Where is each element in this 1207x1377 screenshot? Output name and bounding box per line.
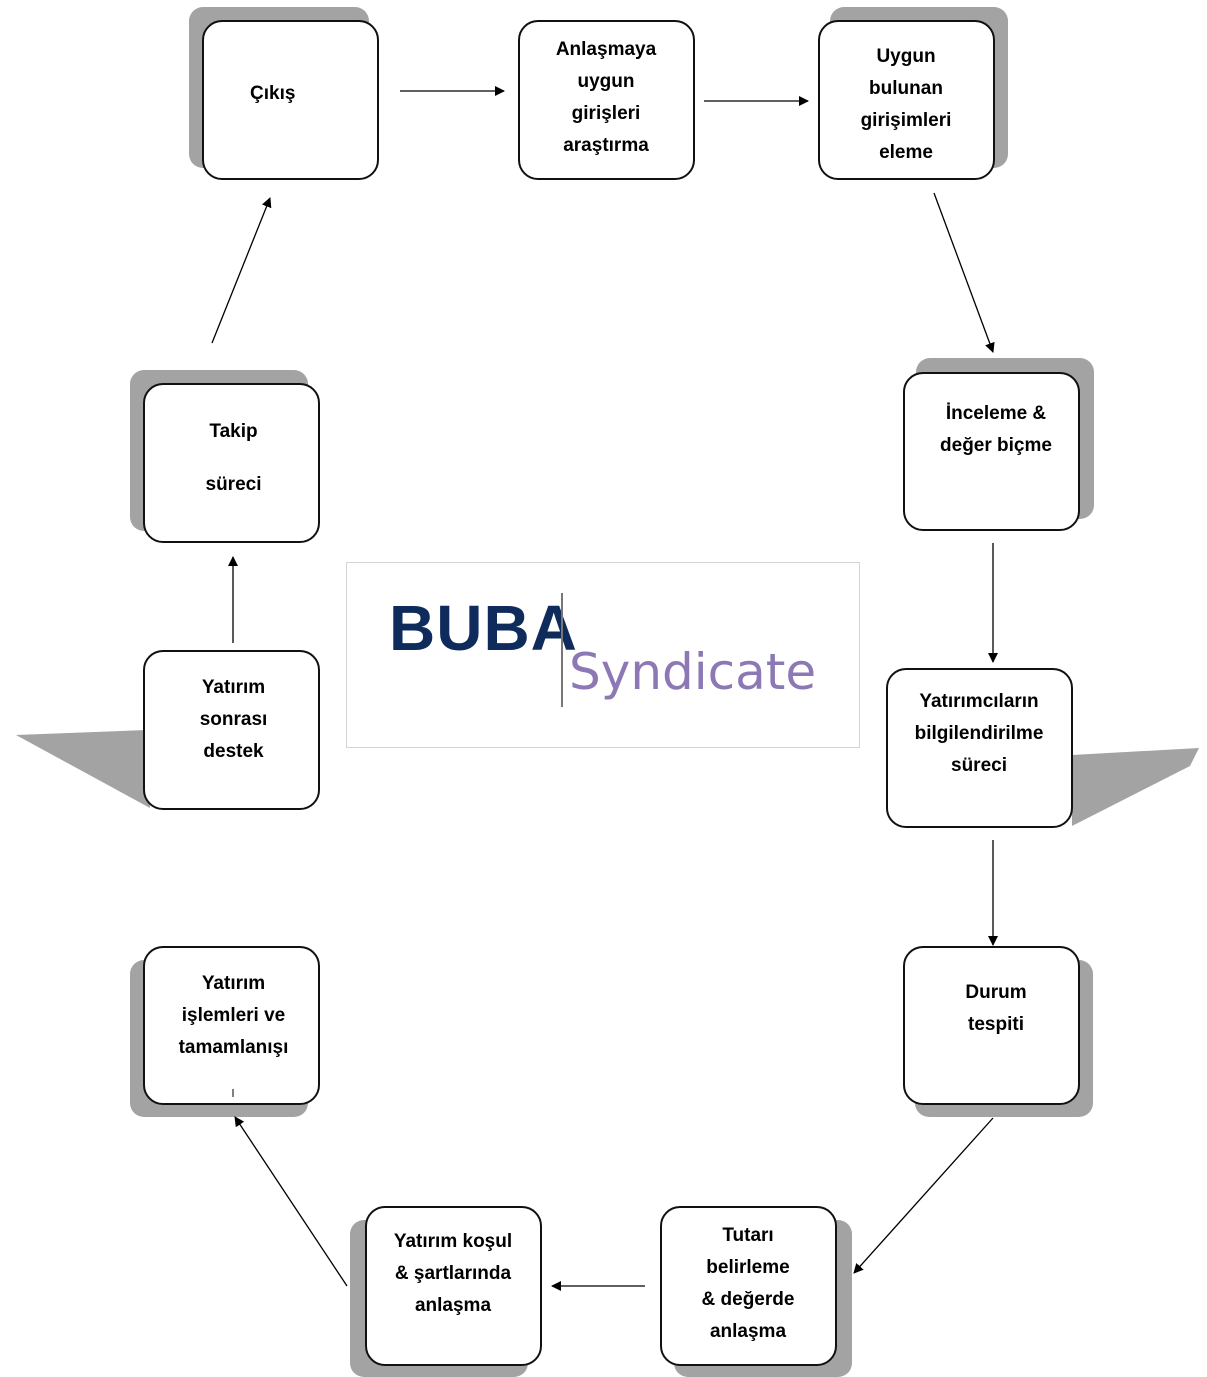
label-line: bilgilendirilme	[914, 723, 1044, 744]
label-line: Anlaşmaya	[555, 39, 657, 60]
label-line: girişleri	[571, 103, 641, 124]
label-line: Yatırımcıların	[919, 691, 1039, 712]
node-label: Yatırım sonrası destek	[145, 672, 322, 768]
label-line: araştırma	[563, 135, 649, 156]
label-line: & şartlarında	[394, 1263, 512, 1284]
node-durum: Durum tespiti	[903, 946, 1080, 1105]
arrow-kosul-to-islemler	[234, 1116, 348, 1287]
arrow-eleme-to-inceleme	[933, 192, 995, 353]
node-label: Takip süreci	[145, 405, 322, 511]
label-line: & değerde	[701, 1289, 795, 1310]
node-islemler: Yatırım işlemleri ve tamamlanışı	[143, 946, 320, 1105]
arrow-durum-to-tutar	[853, 1117, 994, 1274]
node-label: Yatırım koşul & şartlarında anlaşma	[367, 1226, 539, 1322]
label-line: Yatırım	[201, 677, 266, 698]
node-eleme: Uygun bulunan girişimleri eleme	[818, 20, 995, 180]
right-wing-shape	[1072, 748, 1199, 826]
node-inceleme: İnceleme & değer biçme	[903, 372, 1080, 531]
node-cikis: Çıkış	[202, 20, 379, 180]
label-line: Takip	[209, 421, 258, 442]
node-label: Yatırımcıların bilgilendirilme süreci	[888, 686, 1070, 782]
label-line: Tutarı	[722, 1225, 774, 1246]
label-line: tamamlanışı	[178, 1037, 289, 1058]
node-label: Durum tespiti	[905, 977, 1087, 1041]
label-line: süreci	[951, 755, 1007, 776]
node-label: Yatırım işlemleri ve tamamlanışı	[145, 968, 322, 1064]
label-line: tespiti	[968, 1014, 1024, 1035]
left-wing-shape	[16, 730, 150, 808]
label-line: Durum	[965, 982, 1027, 1003]
label-line: sonrası	[199, 709, 268, 730]
label-line: süreci	[205, 474, 262, 495]
node-takip: Takip süreci	[143, 383, 320, 543]
node-label: İnceleme & değer biçme	[905, 398, 1087, 462]
label-line: eleme	[879, 142, 933, 163]
label-line: belirleme	[706, 1257, 790, 1278]
node-bilgilendirme: Yatırımcıların bilgilendirilme süreci	[886, 668, 1073, 828]
label-line: işlemleri ve	[181, 1005, 286, 1026]
label-line: Çıkış	[250, 83, 296, 104]
node-label: Anlaşmaya uygun girişleri araştırma	[520, 34, 692, 162]
node-destek: Yatırım sonrası destek	[143, 650, 320, 810]
node-tutar: Tutarı belirleme & değerde anlaşma	[660, 1206, 837, 1366]
label-line: uygun	[577, 71, 635, 92]
label-line: değer biçme	[940, 435, 1052, 456]
node-label: Uygun bulunan girişimleri eleme	[820, 41, 992, 169]
node-label: Tutarı belirleme & değerde anlaşma	[662, 1220, 834, 1348]
arrow-takip-to-cikis	[211, 197, 272, 344]
logo-secondary-text: Syndicate	[569, 643, 817, 701]
label-line: İnceleme &	[945, 403, 1047, 424]
label-line: bulunan	[869, 78, 943, 99]
label-line: girişimleri	[860, 110, 952, 131]
label-line: Uygun	[876, 46, 936, 67]
buba-syndicate-logo: BUBA Syndicate	[346, 562, 860, 748]
label-line: anlaşma	[414, 1295, 492, 1316]
label-line: Yatırım koşul	[393, 1231, 513, 1252]
logo-divider	[561, 593, 563, 707]
label-line: Yatırım	[201, 973, 266, 994]
label-line: destek	[203, 741, 264, 762]
label-line: anlaşma	[709, 1321, 787, 1342]
logo-primary-text: BUBA	[389, 592, 578, 664]
node-label: Çıkış	[250, 78, 296, 110]
node-kosul: Yatırım koşul & şartlarında anlaşma	[365, 1206, 542, 1366]
node-arastirma: Anlaşmaya uygun girişleri araştırma	[518, 20, 695, 180]
